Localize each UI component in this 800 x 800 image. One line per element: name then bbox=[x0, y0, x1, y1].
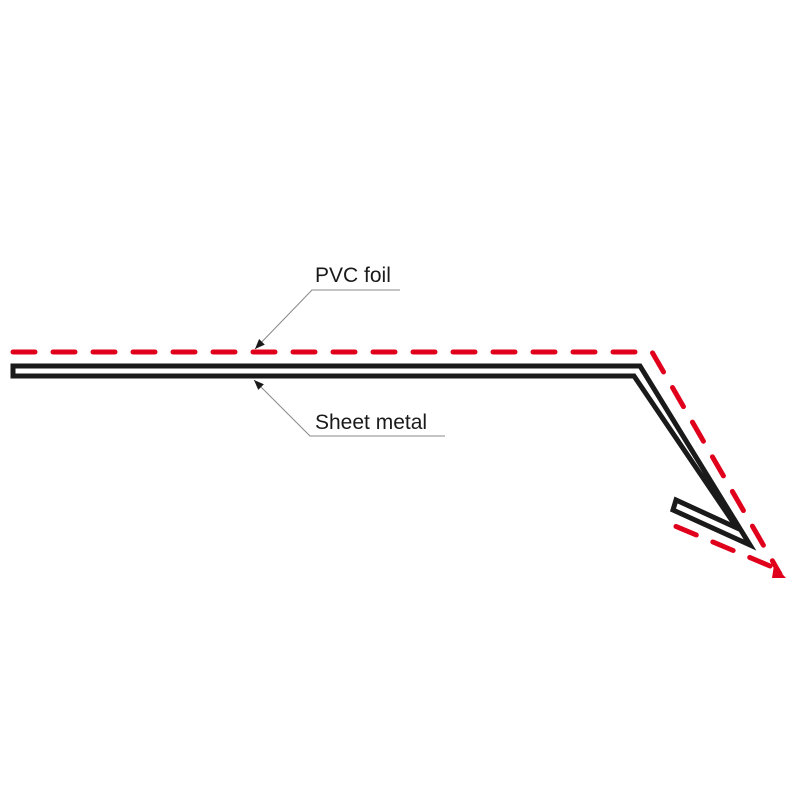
pvc-foil-line bbox=[10, 349, 783, 577]
sheet-metal-label: Sheet metal bbox=[315, 411, 427, 434]
pvc-foil-end-arrow bbox=[772, 565, 786, 578]
sheet-metal-profile bbox=[10, 363, 757, 551]
sheet-metal-leader bbox=[253, 379, 445, 437]
pvc-foil-leader bbox=[254, 289, 400, 350]
pvc-foil-label: PVC foil bbox=[315, 264, 391, 287]
